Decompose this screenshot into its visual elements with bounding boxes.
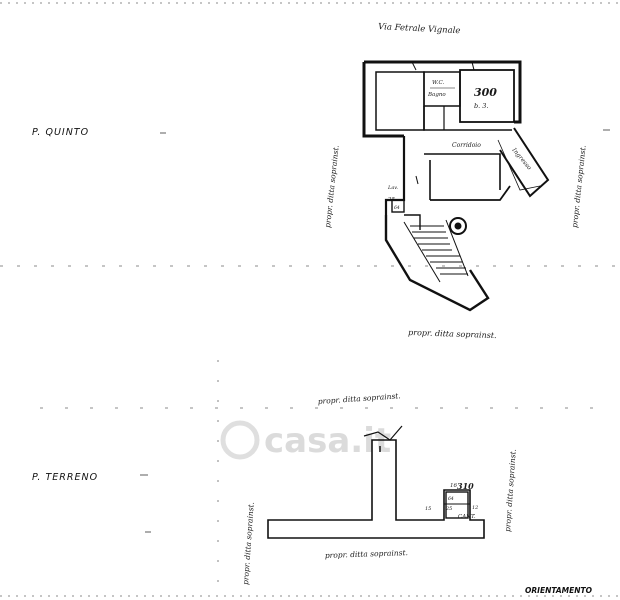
room-area-number: 300 — [474, 86, 497, 99]
upper-neighbor-bottom: propr. ditta soprainst. — [408, 328, 497, 340]
ground-neighbor-top: propr. ditta soprainst. — [318, 391, 401, 406]
ground-neighbor-right: propr. ditta soprainst. — [503, 449, 518, 532]
cellar-sub-c: 12 — [472, 505, 478, 511]
orientation-label: ORIENTAMENTO — [525, 586, 593, 595]
cellar-sub-a: 64 — [448, 496, 454, 502]
ground-neighbor-bottom: propr. ditta soprainst. — [325, 548, 408, 560]
watermark: casa.it — [220, 420, 391, 461]
watermark-text: casa.it — [264, 421, 391, 461]
ground-neighbor-left: propr. ditta soprainst. — [241, 502, 256, 585]
upper-floor-plan — [362, 60, 550, 312]
room-label-corridoio: Corridoio — [452, 142, 481, 149]
floor-label-ground: P. TERRENO — [32, 472, 98, 483]
cellar-cant: CANT. — [458, 514, 476, 520]
cellar-sub-b: 25 — [445, 506, 452, 512]
room-label-wc: W.C. — [432, 80, 444, 86]
landing-number: 25 — [387, 197, 395, 203]
upper-neighbor-right: propr. ditta soprainst. — [570, 145, 588, 229]
cellar-prefix: 16 — [450, 483, 457, 489]
ground-floor-plan — [267, 425, 485, 539]
room-label-bagno: Bagno — [427, 92, 446, 98]
street-name: Via Fetrale Vignale — [378, 22, 461, 36]
cellar-left-number: 15 — [425, 506, 431, 512]
cellar-number: 310 — [457, 481, 474, 491]
upper-neighbor-left: propr. ditta soprainst. — [323, 145, 341, 229]
room-area-code: b. 3. — [474, 102, 489, 110]
small-box-number: 64 — [394, 205, 400, 211]
landing-label: Lav. — [387, 185, 399, 191]
floor-label-upper: P. QUINTO — [32, 127, 89, 138]
